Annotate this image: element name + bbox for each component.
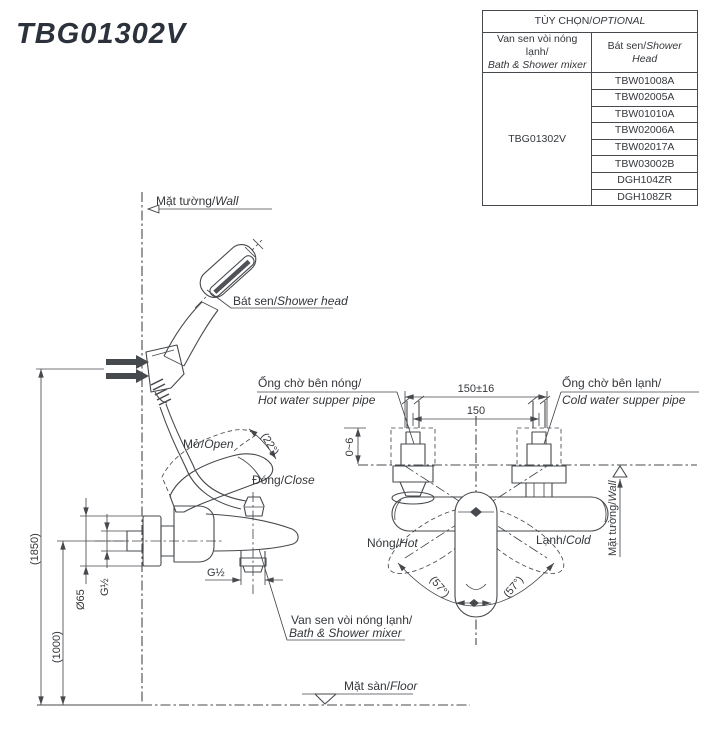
table-row: TBW02006A xyxy=(483,122,698,140)
cold-pipe-label-en: Cold water supper pipe xyxy=(562,393,686,407)
cold-fitting xyxy=(511,427,567,498)
wall-top-callout: Mặt tường/Wall xyxy=(148,194,272,209)
dimension-thread-spout: G½ xyxy=(205,556,283,585)
hand-shower xyxy=(163,238,264,367)
handle-pivot-marker xyxy=(470,507,482,517)
table-row: TBW01010A xyxy=(483,105,698,124)
shower-head-model: TBW03002B xyxy=(591,155,698,173)
open-label: Mở/Open xyxy=(183,437,234,451)
shower-bracket xyxy=(36,344,185,393)
shower-head-model: DGH108ZR xyxy=(591,188,698,207)
bracket-screws xyxy=(36,355,149,383)
shower-head-model: DGH104ZR xyxy=(591,171,698,190)
mixer-front-body xyxy=(387,465,609,618)
floor-callout: Mặt sàn/Floor xyxy=(302,679,418,705)
spout xyxy=(205,513,299,552)
wall-top-label: Mặt tường/Wall xyxy=(156,194,239,208)
wall-right-callout: Mặt tường/Wall xyxy=(607,465,628,557)
swing-angle-left-value: (57°) xyxy=(427,574,452,600)
open-angle-arc xyxy=(248,428,277,460)
mixer-callout: Van sen vòi nóng lạnh/ Bath & Shower mix… xyxy=(258,548,413,641)
level-marker-icon xyxy=(314,693,337,705)
shower-hose xyxy=(150,378,247,510)
cold-label: Lạnh/Cold xyxy=(536,533,591,547)
shower-head-model: TBW02006A xyxy=(591,122,698,140)
dimension-wall-gap: 0~6 xyxy=(344,427,366,464)
table-row: TBG01302V TBW01008A xyxy=(481,72,698,207)
hot-fitting xyxy=(390,427,436,505)
mixer-model-cell: TBG01302V xyxy=(481,72,593,207)
flange-diameter-value: Ø65 xyxy=(75,589,87,610)
lever-open-dashed xyxy=(161,429,257,499)
dimension-mixer-height: (1000) xyxy=(51,540,127,706)
dimension-span-tolerance: 150±16 xyxy=(404,383,548,428)
hot-pipe-label-en: Hot water supper pipe xyxy=(258,393,376,407)
hot-pipe-callout: Ống chờ bên nóng/ Hot water supper pipe xyxy=(257,375,415,445)
shower-head-model: TBW01010A xyxy=(591,105,698,124)
open-angle-value: (22°) xyxy=(258,431,281,458)
hot-label: Nóng/Hot xyxy=(367,536,418,550)
table-row: TBW03002B xyxy=(483,155,698,173)
thread-side-value: G½ xyxy=(99,578,111,596)
dimension-flange-diameter: Ø65 xyxy=(75,498,150,610)
handle-front xyxy=(454,491,498,618)
mixer-label-vi: Van sen vòi nóng lạnh/ xyxy=(291,613,413,627)
wall-right-label: Mặt tường/Wall xyxy=(607,480,619,556)
shower-head-callout: Bát sen/Shower head xyxy=(206,289,348,309)
thread-spout-value: G½ xyxy=(207,567,225,579)
column-header-mixer: Van sen vòi nóng lạnh/Bath & Shower mixe… xyxy=(481,31,593,74)
front-view: (57°) (57°) Nóng/Hot Lạnh/Cold 150±16 15… xyxy=(257,375,699,645)
close-label: Đóng/Close xyxy=(252,473,315,487)
mixer-label-en: Bath & Shower mixer xyxy=(289,626,403,640)
dimension-shower-height: (1850) xyxy=(29,369,44,706)
swing-angle-right-value: (57°) xyxy=(501,574,526,600)
span-value: 150 xyxy=(467,405,485,417)
cold-pipe-label-vi: Ống chờ bên lạnh/ xyxy=(562,375,662,390)
shower-grip xyxy=(163,301,203,357)
floor-label: Mặt sàn/Floor xyxy=(344,679,418,693)
span-tolerance-value: 150±16 xyxy=(458,383,495,395)
mixer-height-value: (1000) xyxy=(51,631,63,663)
spout-outlet xyxy=(239,492,267,594)
hose-spring xyxy=(150,378,172,406)
diverter-knob xyxy=(243,496,265,517)
table-row: DGH104ZR xyxy=(483,171,698,190)
side-view: Mặt tường/Wall xyxy=(29,192,470,706)
product-code-title: TBG01302V xyxy=(16,18,187,50)
shower-head-label: Bát sen/Shower head xyxy=(233,294,348,308)
hot-tolerance-box xyxy=(390,427,436,467)
options-table: TÙY CHỌN/OPTIONAL Van sen vòi nóng lạnh/… xyxy=(481,10,698,207)
hot-pipe-label-vi: Ống chờ bên nóng/ xyxy=(258,375,362,390)
lever-handle: (22°) Mở/Open Đóng/Close xyxy=(161,428,315,513)
shower-head-body xyxy=(199,243,257,299)
column-header-shower-head: Bát sen/Shower Head xyxy=(591,31,698,74)
lever-closed xyxy=(169,453,274,513)
dimension-span: 150 xyxy=(412,405,540,426)
shower-height-value: (1850) xyxy=(29,533,41,565)
mixer-side-body xyxy=(95,492,299,594)
wall-gap-value: 0~6 xyxy=(344,438,356,457)
cold-pipe-callout: Ống chờ bên lạnh/ Cold water supper pipe xyxy=(543,375,699,445)
table-row: DGH108ZR xyxy=(483,188,698,207)
cold-tolerance-box xyxy=(516,427,562,467)
dimension-thread-side: G½ xyxy=(99,514,132,596)
valve-body xyxy=(173,505,215,563)
wall-marker-icon xyxy=(612,465,628,478)
